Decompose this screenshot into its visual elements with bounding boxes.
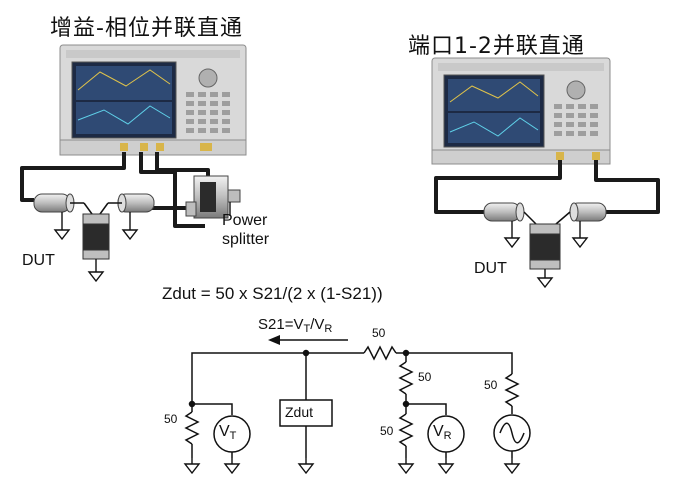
- left-setup-title: 增益-相位并联直通: [50, 16, 243, 41]
- zdut-box-label: Zdut: [285, 404, 314, 420]
- left-resistor-label: 50: [164, 412, 178, 426]
- splitter-label-splitter: splitter: [222, 231, 270, 248]
- network-analyzer-right: [431, 57, 611, 165]
- series-resistor-label: 50: [372, 326, 386, 340]
- circuit-grounds: [184, 457, 520, 474]
- right-setup-title: 端口1-2并联直通: [408, 34, 585, 59]
- zdut-formula: Zdut = 50 x S21/(2 x (1-S21)): [162, 284, 383, 303]
- equivalent-circuit: [184, 335, 531, 458]
- right-dut: [523, 211, 571, 288]
- vr-meter-label: VR: [433, 423, 452, 442]
- s21-equation: S21=VT/VR: [258, 316, 333, 335]
- left-cables: [20, 152, 210, 228]
- right-dut-label: DUT: [474, 260, 507, 277]
- left-dut-label: DUT: [22, 252, 55, 269]
- right-probe-1: [483, 202, 525, 248]
- left-dut: [82, 202, 110, 282]
- power-splitter: [185, 175, 241, 219]
- right-cables: [434, 160, 660, 214]
- bottom-resistor-label: 50: [380, 424, 394, 438]
- network-analyzer-left: [59, 44, 247, 156]
- vt-meter-label: VT: [219, 423, 237, 442]
- source-resistor-label: 50: [484, 378, 498, 392]
- right-probe-2: [569, 202, 607, 248]
- left-probe-2: [108, 193, 155, 240]
- splitter-label-power: Power: [222, 212, 268, 229]
- left-probe-1: [33, 193, 84, 240]
- shunt-resistor-label: 50: [418, 370, 432, 384]
